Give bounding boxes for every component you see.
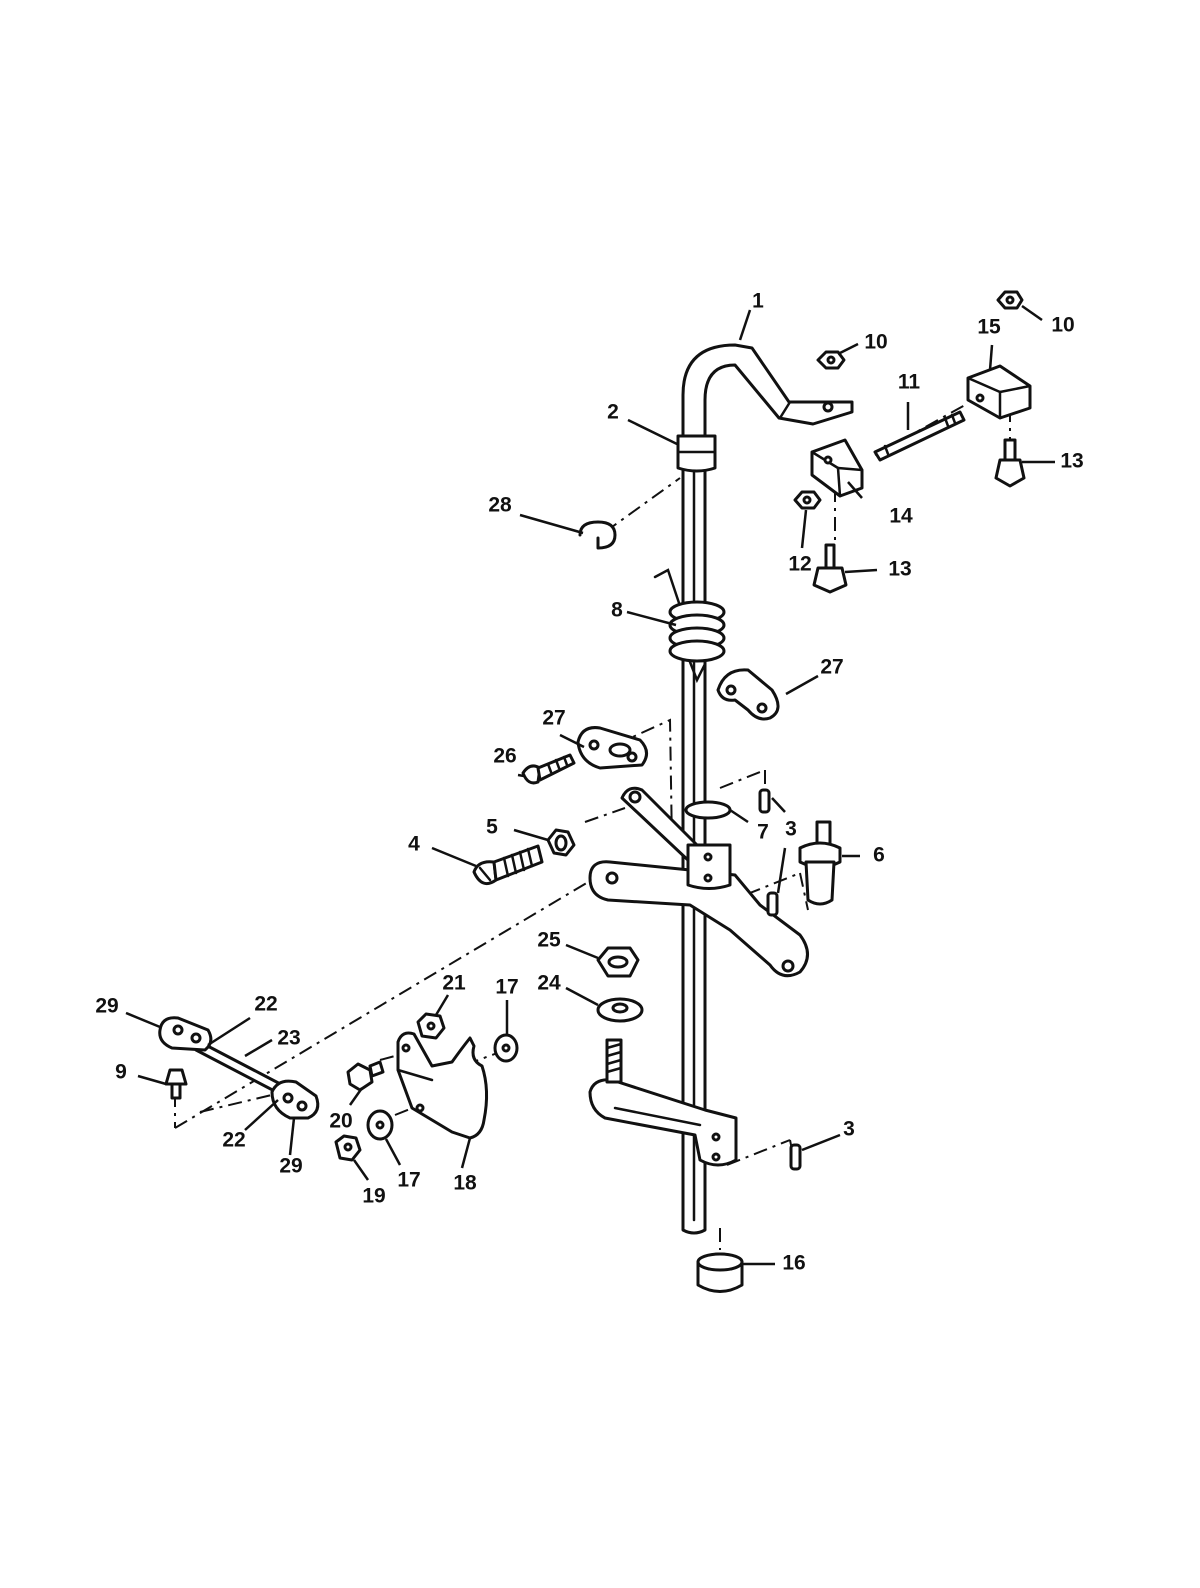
callout-4: 4 [408, 833, 420, 856]
callout-18: 18 [453, 1172, 477, 1195]
callout-22-lower: 22 [222, 1129, 245, 1152]
callout-20: 20 [329, 1110, 352, 1133]
hex-nut-19 [334, 1134, 362, 1162]
hex-nut-21 [416, 1012, 446, 1040]
stud-20 [346, 1060, 385, 1092]
callout-8: 8 [611, 599, 623, 622]
small-screw [521, 753, 576, 785]
rod-end-29-right [270, 1079, 320, 1120]
flat-washer-24 [596, 997, 644, 1023]
shaft-collar [676, 434, 717, 473]
pivot-stud [798, 820, 842, 906]
callout-17-upper: 17 [495, 976, 518, 999]
callout-29-left: 29 [95, 995, 118, 1018]
callout-13-upper: 13 [1060, 450, 1083, 473]
callout-1: 1 [752, 290, 764, 313]
callout-15: 15 [977, 316, 1001, 339]
shoulder-stud-13-upper [994, 438, 1026, 488]
callout-22-upper: 22 [254, 993, 277, 1016]
leader-lines [125, 304, 1055, 1266]
callout-28: 28 [488, 494, 512, 517]
callout-6: 6 [873, 844, 885, 867]
hex-nut-10-left [816, 350, 846, 370]
hex-nut-12 [793, 490, 822, 510]
callout-19: 19 [362, 1185, 385, 1208]
shoulder-stud-13-lower [812, 543, 848, 594]
clamp-half-upper [716, 668, 780, 721]
connector-block-14 [810, 438, 864, 498]
shaft-washer [684, 800, 732, 820]
callout-9: 9 [115, 1061, 127, 1084]
callout-7: 7 [757, 821, 769, 844]
connector-block-15 [966, 364, 1032, 420]
threaded-rod [873, 410, 966, 462]
callout-27-lower: 27 [542, 707, 565, 730]
callout-23: 23 [277, 1027, 300, 1050]
bracket-18 [396, 1031, 489, 1140]
callout-3-lower: 3 [843, 1118, 855, 1141]
washer-17-lower [366, 1109, 394, 1141]
stud-9 [164, 1068, 188, 1100]
rod-end-29-left [158, 1016, 213, 1052]
callout-2: 2 [607, 401, 619, 424]
roll-pin-middle [766, 891, 779, 917]
callout-27-upper: 27 [820, 656, 843, 679]
callout-29-right: 29 [279, 1155, 302, 1178]
bolt [472, 844, 544, 886]
callout-17-lower: 17 [397, 1169, 420, 1192]
callout-21: 21 [442, 972, 466, 995]
clamp-half-lower [576, 726, 648, 770]
callout-10-right: 10 [1051, 314, 1074, 337]
callout-5: 5 [486, 816, 498, 839]
roll-pin-lower [789, 1143, 802, 1171]
callout-12: 12 [788, 553, 811, 576]
roll-pin-upper [758, 788, 771, 814]
washer-17-upper [493, 1033, 519, 1063]
callout-labels: 1 2 3 3 4 5 6 7 8 9 10 10 11 12 13 13 14… [95, 290, 1083, 1275]
e-clip [578, 520, 617, 550]
callout-26: 26 [493, 745, 516, 768]
lower-arm [588, 1038, 738, 1167]
bottom-grommet [696, 1252, 744, 1293]
callout-11: 11 [898, 371, 921, 394]
coil-spring [653, 568, 726, 684]
hex-nut-10-right [996, 290, 1024, 310]
callout-13-lower: 13 [888, 558, 911, 581]
callout-16: 16 [782, 1252, 805, 1275]
callout-25: 25 [537, 929, 561, 952]
hex-nut-25 [596, 946, 640, 978]
callout-24: 24 [537, 972, 561, 995]
hex-nut-5 [546, 828, 576, 857]
callout-10-left: 10 [864, 331, 887, 354]
callout-3-upper: 3 [785, 818, 797, 841]
upper-arm [588, 786, 809, 978]
callout-14: 14 [889, 505, 913, 528]
